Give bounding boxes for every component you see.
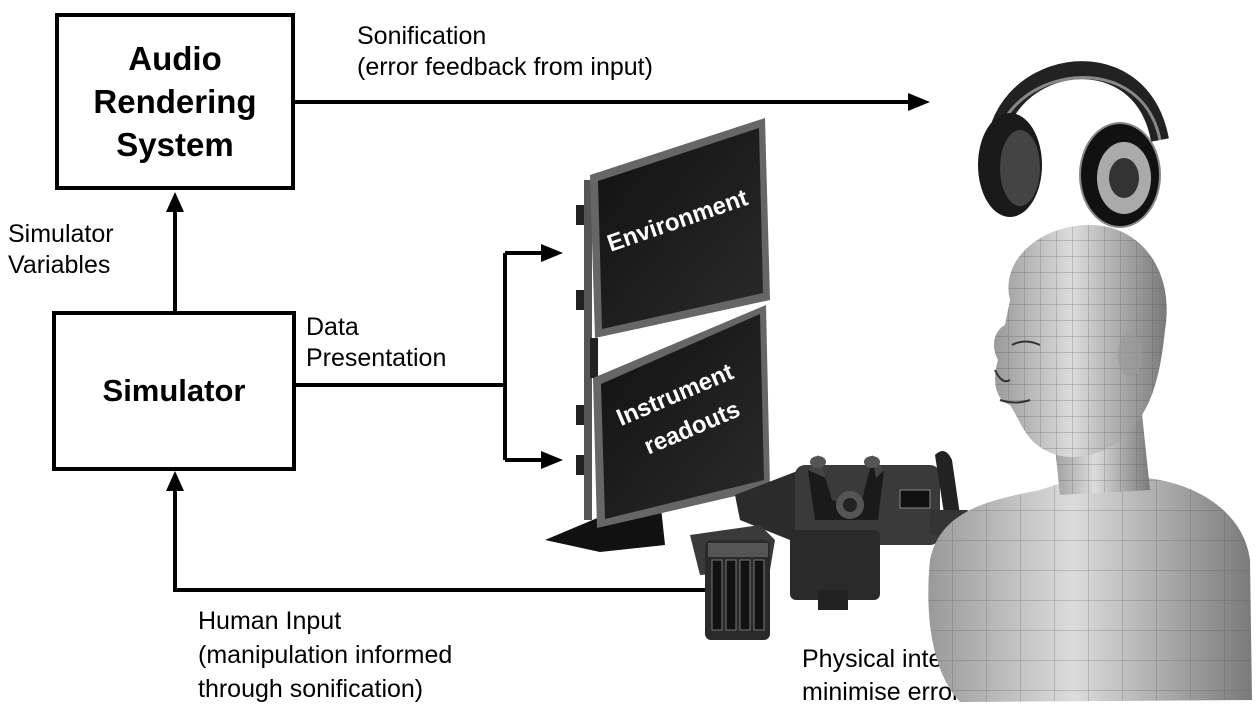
sonification-arrow (295, 93, 930, 111)
human-line2: (manipulation informed (198, 641, 453, 669)
data-line2: Presentation (306, 344, 447, 372)
audio-rendering-system-box: Audio Rendering System (55, 13, 295, 190)
audio-box-line3: System (116, 126, 234, 163)
simulator-box: Simulator (52, 311, 296, 471)
simulator-box-label: Simulator (102, 373, 246, 408)
headphones-image (978, 61, 1169, 228)
audio-box-line2: Rendering (93, 83, 257, 120)
sonification-label: Sonification (error feedback from input) (357, 21, 653, 83)
physical-line2: minimise error (802, 678, 961, 706)
data-presentation-label: Data Presentation (306, 312, 446, 374)
data-presentation-arrow (296, 244, 563, 469)
flight-simulator-monitors: Environment Instrument readouts (545, 118, 770, 552)
human-input-arrow (166, 471, 705, 592)
mesh-head-image (928, 225, 1252, 702)
simulator-variables-label: Simulator Variables (8, 219, 114, 281)
sonification-line2: (error feedback from input) (357, 53, 653, 81)
flight-controls-image (690, 451, 970, 640)
human-line1: Human Input (198, 607, 342, 635)
sim-vars-line1: Simulator (8, 220, 114, 248)
human-line3: through sonification) (198, 675, 424, 703)
data-line1: Data (306, 313, 359, 341)
sim-vars-line2: Variables (8, 251, 111, 279)
simulator-variables-arrow (166, 192, 184, 311)
human-input-label: Human Input (manipulation informed throu… (198, 604, 452, 706)
audio-box-line1: Audio (128, 40, 222, 77)
sonification-line1: Sonification (357, 22, 487, 50)
